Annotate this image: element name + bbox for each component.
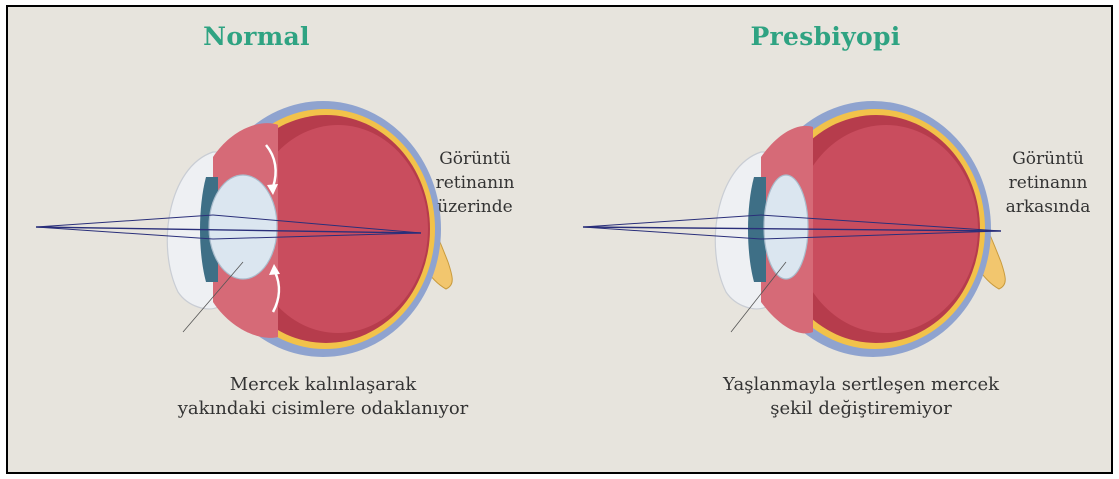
focus-label: Görüntü retinanın arkasında: [993, 147, 1103, 219]
panel-normal: Normal: [8, 7, 561, 472]
lens: [209, 175, 277, 279]
lens: [764, 175, 808, 279]
focus-label: Görüntü retinanın üzerinde: [420, 147, 530, 219]
diagram-frame: Normal: [6, 5, 1113, 474]
panel-presbyopia: Presbiyopi: [561, 7, 1113, 472]
caption: Mercek kalınlaşarak yakındaki cisimlere …: [168, 373, 478, 421]
caption: Yaşlanmayla sertleşen mercek şekil değiş…: [691, 373, 1031, 421]
